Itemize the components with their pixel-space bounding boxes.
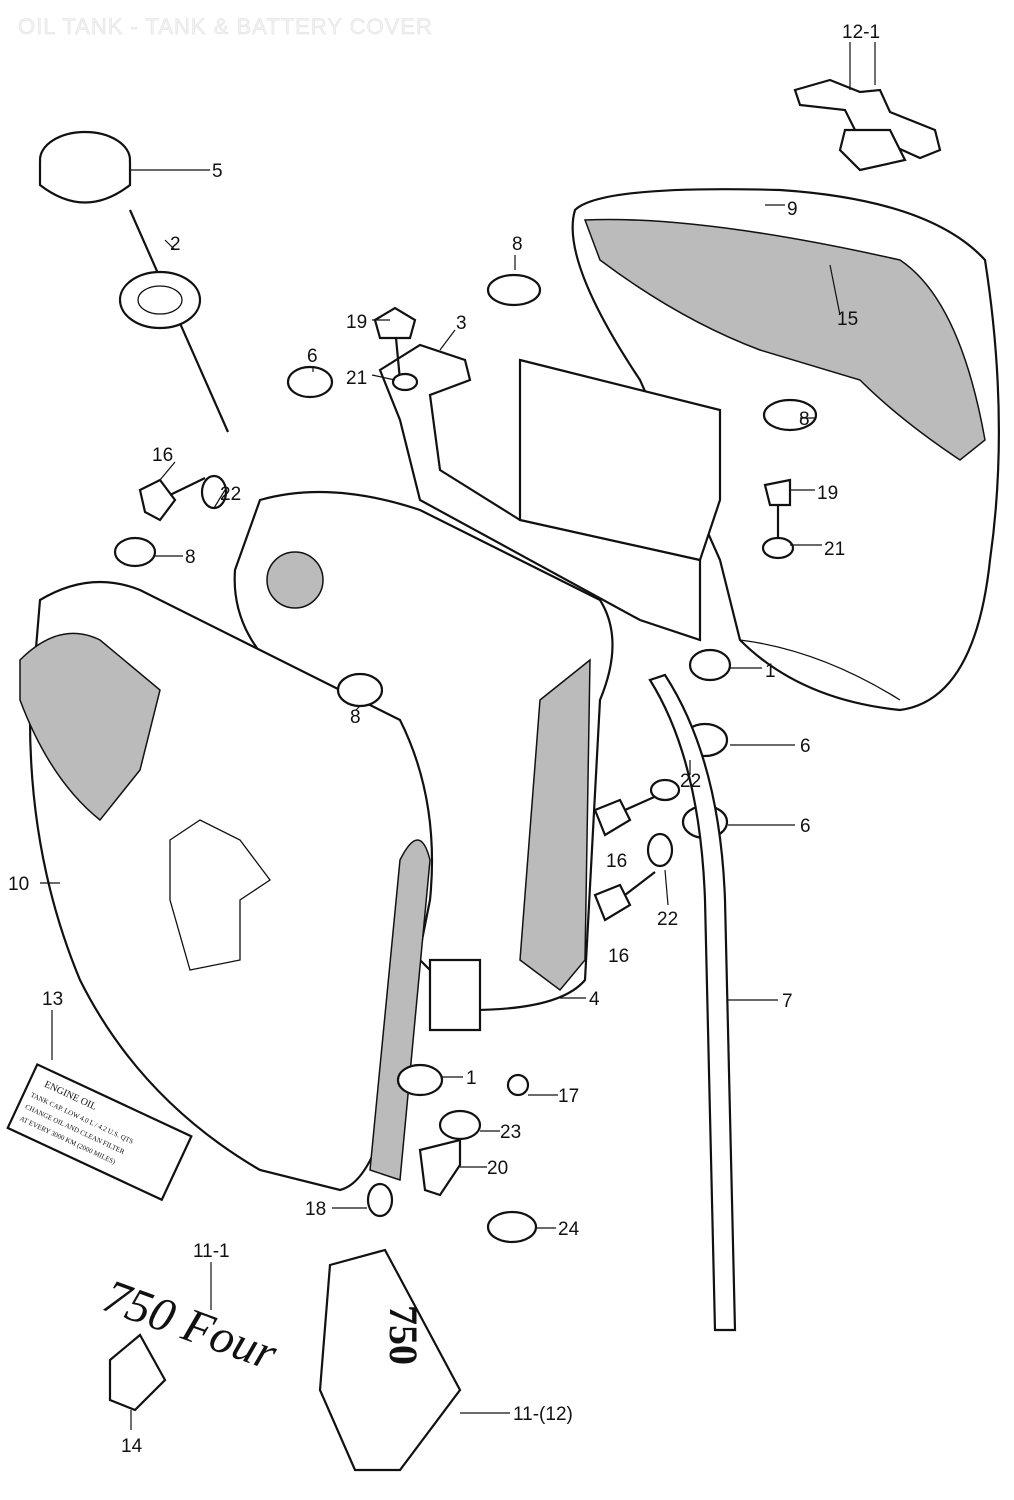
callout-6: 6 [307,346,318,367]
callout-13: 13 [42,989,63,1010]
callout-2: 2 [170,234,181,255]
diagram-title: OIL TANK - TANK & BATTERY COVER [18,14,433,40]
callout-8: 8 [185,547,196,568]
callout-7: 7 [782,991,793,1012]
callout-10: 10 [8,874,29,895]
part-hose-7 [648,673,737,1332]
callout-8: 8 [799,409,810,430]
callout-22: 22 [657,909,678,930]
callout-9: 9 [787,199,798,220]
callout-16: 16 [608,946,629,967]
callout-14: 14 [121,1436,143,1457]
callout-16: 16 [152,445,173,466]
part-bracket-12-1 [793,78,942,172]
callout-17: 17 [558,1086,579,1107]
part-badge-11: 750 [318,1248,462,1472]
part-cover-9 [571,188,1000,712]
callout-1: 1 [466,1068,477,1089]
callout-19: 19 [817,483,838,504]
leader-lines [40,42,876,1430]
callout-20: 20 [487,1158,508,1179]
badge-text: 750 [381,1305,426,1365]
callout-4: 4 [589,989,600,1010]
callout-8: 8 [350,707,361,728]
callout-11-12: 11-(12) [513,1404,573,1425]
callout-12-1: 12-1 [842,22,880,43]
callout-23: 23 [500,1122,521,1143]
callout-21: 21 [346,368,367,389]
callout-6: 6 [800,736,811,757]
callout-24: 24 [558,1219,580,1240]
callout-15: 15 [837,309,858,330]
part-battery-tray-3 [378,343,722,642]
callout-16: 16 [606,851,627,872]
callout-3: 3 [456,313,467,334]
callout-21: 21 [824,539,845,560]
callout-11-1: 11-1 [193,1241,230,1262]
callout-labels: 12-1 5 2 9 15 8 19 21 3 6 16 22 8 8 19 2… [8,22,880,1457]
callout-5: 5 [212,161,223,182]
callout-1: 1 [765,661,776,682]
callout-19: 19 [346,312,367,333]
callout-22: 22 [680,771,701,792]
part-emblem-14 [108,1333,167,1412]
callout-8: 8 [512,234,523,255]
callout-6: 6 [800,816,811,837]
callout-22: 22 [220,484,241,505]
part-oil-cap-5 [38,130,230,433]
part-oil-tank-4 [233,490,614,1032]
callout-18: 18 [305,1199,326,1220]
